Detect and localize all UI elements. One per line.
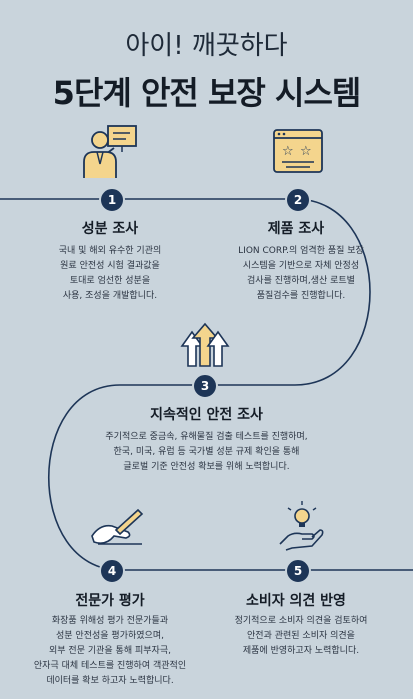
step-5-desc: 정기적으로 소비자 의견을 검토하여 안전과 관련된 소비자 의견을 제품에 반… [234,616,368,656]
step-1-desc: 국내 및 해외 유수한 기관의 원료 안전성 시험 결과값을 토대로 엄선한 성… [58,246,162,301]
step-1-number: 1 [99,187,125,213]
step-5-number: 5 [285,558,311,584]
hand-bulb-icon [279,501,324,551]
svg-text:☆: ☆ [300,144,312,159]
step-3-title: 지속적인 안전 조사 [150,407,263,423]
step-5-title: 소비자 의견 반영 [246,593,346,609]
page-subtitle: 아이! 깨끗하다 [125,31,288,61]
page-title: 5단계 안전 보장 시스템 [52,74,362,112]
arrows-up-icon [180,322,230,367]
step-4-number: 4 [99,558,125,584]
hand-pen-icon [91,508,144,545]
presenter-icon [83,125,137,178]
step-2-desc: LION CORP.의 엄격한 품질 보장 시스템을 기반으로 자체 안정성 검… [238,246,364,301]
step-4-title: 전문가 평가 [75,593,145,609]
step-1-title: 성분 조사 [81,221,139,237]
svg-text:☆: ☆ [282,144,294,159]
step-4-desc: 화장품 위해성 평가 전문가들과 성분 안전성을 평가하였으며, 외부 전문 기… [33,616,187,686]
step-2-number: 2 [285,187,311,213]
step-3-desc: 주기적으로 중금속, 유해물질 검출 테스트를 진행하며, 한국, 미국, 유럽… [105,432,308,472]
rating-window-icon: ☆ ☆ [273,129,323,173]
step-3-number: 3 [192,373,218,399]
step-2-title: 제품 조사 [267,221,325,237]
